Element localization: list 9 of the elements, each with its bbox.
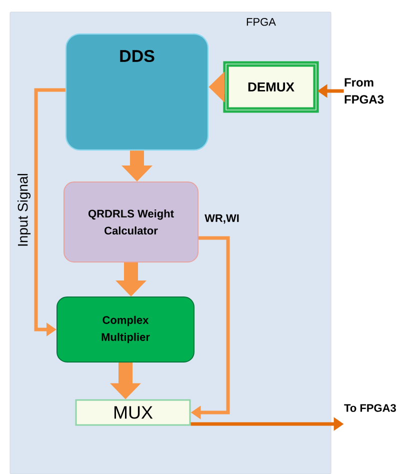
multiplier-block: Complex Multiplier xyxy=(56,296,194,362)
input-label: From FPGA3 xyxy=(344,78,384,104)
demux-box: DEMUX xyxy=(223,61,319,113)
output-label: To FPGA3 xyxy=(344,404,396,412)
dds-block: DDS xyxy=(65,33,209,151)
mux-box: MUX xyxy=(75,399,191,426)
weight-calculator-block: QRDRLS Weight Calculator xyxy=(64,182,198,262)
edge-label: WR,WI xyxy=(204,214,239,224)
edge-label: Input Signal xyxy=(17,174,31,246)
